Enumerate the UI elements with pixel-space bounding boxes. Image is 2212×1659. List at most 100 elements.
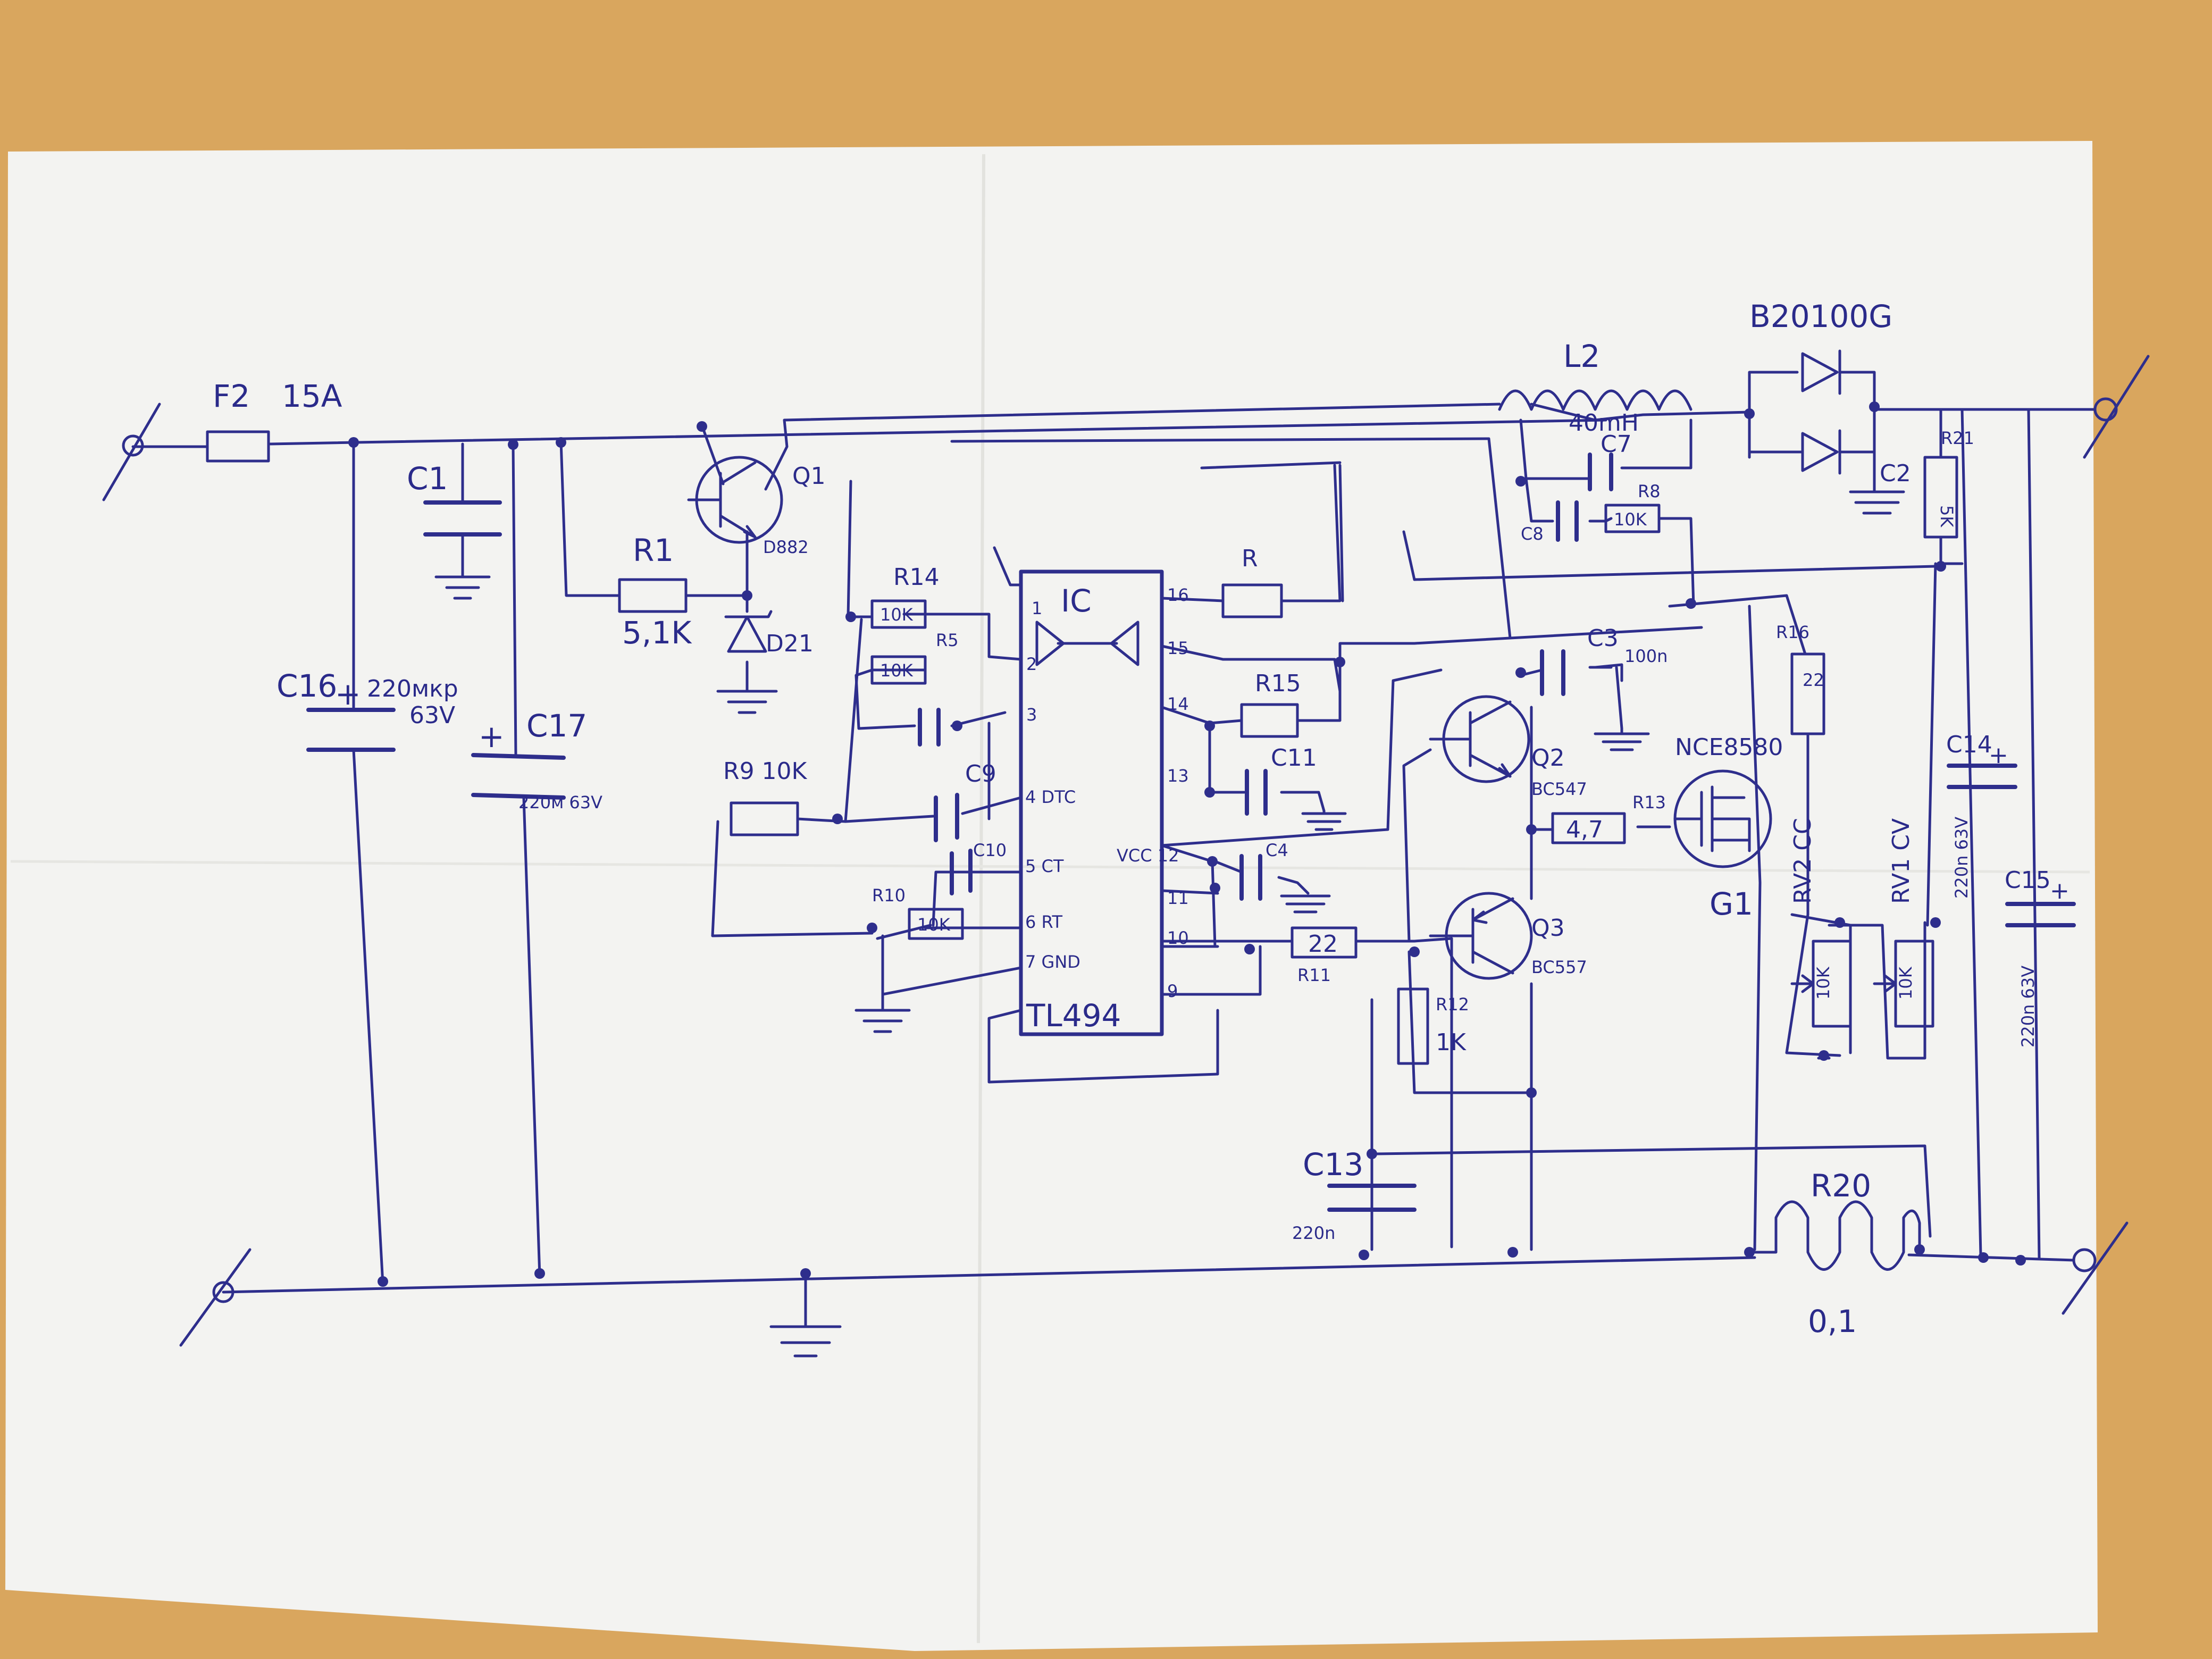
ic-pin-9: 9 [1167,981,1178,1001]
capacitor-c4: C4 [1239,840,1288,901]
r21-value: 5K [1937,505,1957,527]
ground-symbol [434,488,1905,1358]
ic-pin-16: 16 [1167,585,1189,605]
r1-value: 5,1K [622,615,692,651]
c14-value: 220n 63V [1951,817,1972,899]
terminal-input-positive [102,403,161,501]
c9-ref: C9 [965,760,996,787]
r16-ref: R16 [1776,622,1809,642]
c11-ref: C11 [1271,744,1317,772]
c17-ref: C17 [526,708,587,744]
capacitor-c3: C3 100n [1540,625,1668,696]
zener-ref: D21 [766,630,814,657]
capacitor-c16: C16 + 220мкр 63V [276,668,458,752]
mosfet-g1: NCE8580 G1 [1673,734,1783,922]
paper-fold-line [977,154,985,1644]
resistor-r5: 10K R5 [870,630,959,685]
ic-pin-15: 15 [1167,638,1189,658]
r10-ref: R10 [872,885,906,906]
resistor-r10: 10K R10 [872,885,964,940]
resistor-r8: 10K R8 [1604,481,1661,533]
r16-value: 22 [1803,670,1824,690]
fuse-f2: F2 15A [206,378,342,463]
capacitor-c14: C14 + 220n 63V [1946,731,2017,899]
capacitor-c8: C8 [1521,500,1579,544]
r1-ref: R1 [633,532,674,568]
c16-ref: C16 [276,668,337,704]
resistor-r: R [1221,545,1283,618]
ic-pin-2: 2 [1026,654,1037,674]
c2-ref: C2 [1880,460,1911,487]
ic-pin-13: 13 [1167,766,1189,786]
potentiometer-rv1: 10K RV1 CV [1873,818,1934,1028]
r9-ref: R9 10K [723,758,808,785]
c10-ref: C10 [973,840,1007,860]
capacitor-c17: + C17 220м 63V [471,708,602,812]
capacitor-c11: C11 [1245,744,1317,816]
svg-text:+: + [335,676,361,712]
resistor-r21: 5K R21 [1923,428,1974,539]
svg-text:+: + [1989,742,2008,769]
f2-value: 15A [282,378,342,414]
resistor-r13: 4,7 R13 [1551,792,1666,844]
transistor-q3: Q3 BC557 [1429,892,1587,980]
paper-sheet [5,141,2098,1651]
c13-value: 220n [1292,1223,1335,1243]
transistor-q1: Q1 D882 [687,456,826,557]
capacitor-c15: C15 + 220n 63V [2005,867,2076,1048]
c4-ref: C4 [1266,840,1288,860]
svg-text:+: + [2050,877,2069,904]
paper-fold-line-horizontal [10,860,2090,874]
resistor-r15: R15 [1240,670,1301,738]
c13-ref: C13 [1303,1146,1363,1183]
ic-pin-10: 10 [1167,928,1189,948]
q1-ref: Q1 [792,463,826,490]
capacitor-c10: C10 [950,840,1007,895]
c16-voltage: 63V [409,702,455,729]
resistor-r14: 10K R14 [870,564,940,629]
r8-ref: R8 [1638,481,1661,501]
transistor-q2: Q2 BC547 [1429,695,1587,799]
c15-ref: C15 [2005,867,2051,894]
r20-value: 0,1 [1808,1303,1857,1339]
resistor-r1: R1 5,1K [618,532,692,651]
q2-ref: Q2 [1531,744,1565,772]
c16-value: 220мкр [367,675,458,702]
c1-ref: C1 [407,460,448,497]
r10-value: 10K [917,915,951,935]
q3-value: BC557 [1531,957,1587,977]
r11-ref: R11 [1297,965,1331,985]
ic-part: TL494 [1026,998,1121,1034]
capacitor-c13: C13 220n [1292,1146,1417,1243]
terminal-input-negative [179,1248,252,1347]
shunt-resistor-r20: R20 0,1 [1753,1168,1921,1339]
mosfet-ref: G1 [1710,886,1753,922]
ic-pin-3: 3 [1026,705,1037,725]
capacitor-pin3 [918,708,941,747]
c14-ref: C14 [1946,731,1992,758]
r14-ref: R14 [893,564,940,591]
r5-ref: R5 [936,630,959,650]
resistor-r11: 22 R11 [1291,926,1358,985]
q3-ref: Q3 [1531,915,1565,942]
diodes-ref: B20100G [1749,298,1892,334]
ic-pin-6: 6 RT [1025,912,1062,932]
zener-diode: D21 [724,610,814,657]
r11-value: 22 [1308,931,1338,958]
capacitor-c7: C7 [1588,431,1632,491]
c3-value: 100n [1624,646,1668,666]
r-ref: R [1242,545,1258,572]
terminal-output-negative [2062,1221,2129,1315]
ic-pin-7: 7 GND [1025,952,1080,972]
rv2-value: 10K [1813,966,1833,1000]
resistor-r12: R12 1K [1397,987,1469,1065]
rv1-value: 10K [1896,966,1916,1000]
l2-ref: L2 [1563,338,1600,374]
mosfet-value: NCE8580 [1675,734,1783,761]
svg-text:+: + [479,718,505,755]
ic-pin-1: 1 [1032,598,1042,618]
r15-ref: R15 [1255,670,1301,697]
rv1-ref: RV1 CV [1888,818,1915,904]
diode-pair: B20100G [1748,298,1892,475]
